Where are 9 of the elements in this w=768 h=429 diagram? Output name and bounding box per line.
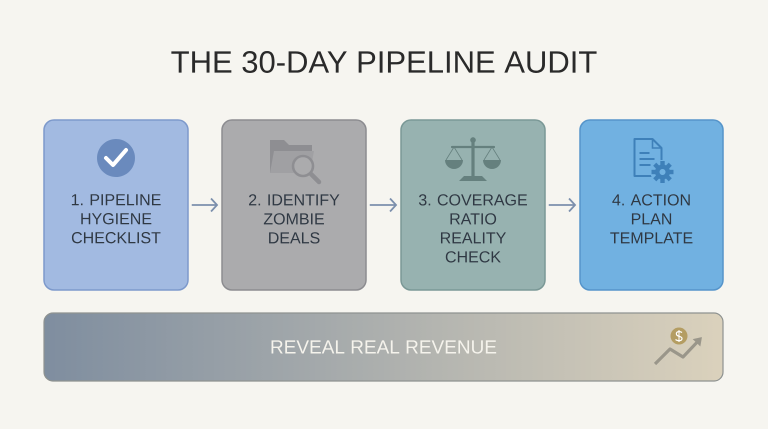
step-box: 4. ACTION PLAN TEMPLATE [579,119,724,291]
step-box: 1. PIPELINE HYGIENE CHECKLIST [43,119,189,291]
title: THE 30-DAY PIPELINE AUDIT [171,51,597,73]
arrow [192,198,218,212]
result-banner: REVEAL REAL REVENUE [43,312,724,382]
arrow [370,198,398,212]
step-box: 2. IDENTIFY ZOMBIE DEALS [221,119,367,291]
step-box: 3. COVERAGE RATIO REALITY CHECK [400,119,546,291]
arrow [548,198,576,212]
